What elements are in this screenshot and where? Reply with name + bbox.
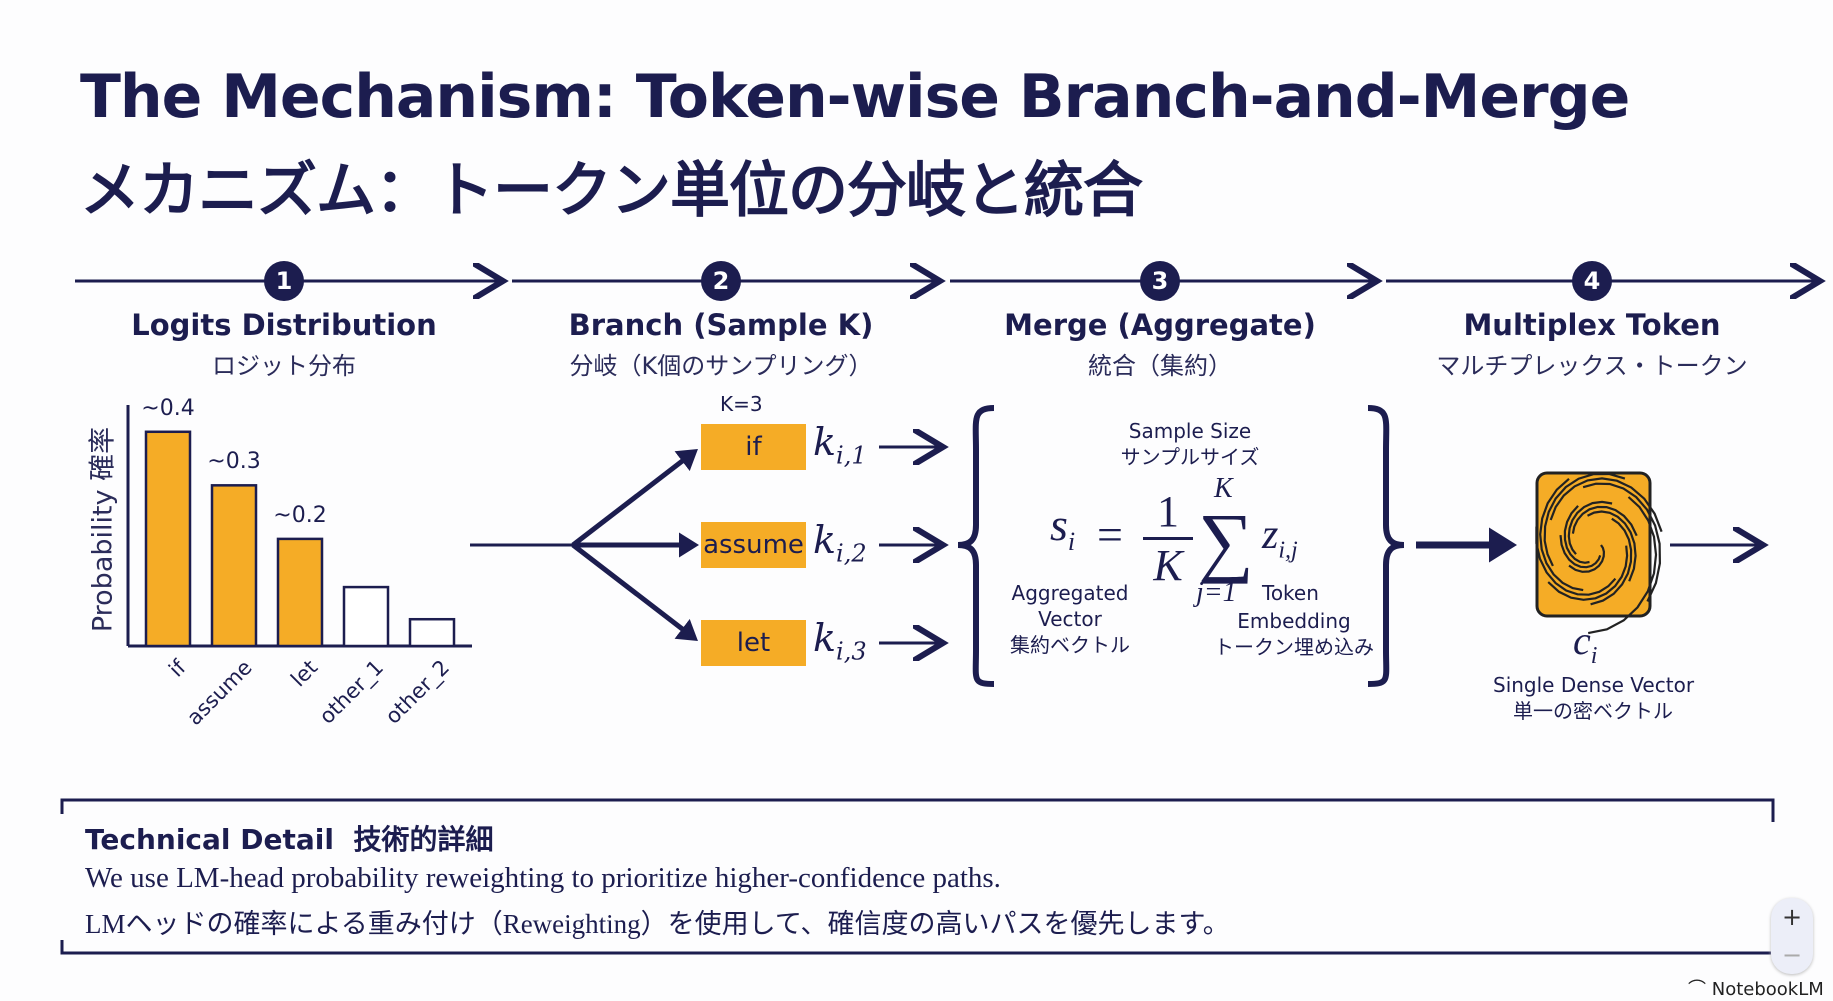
- detail-text-en: We use LM-head probability reweighting t…: [85, 862, 1001, 894]
- title-en: The Mechanism: Token-wise Branch-and-Mer…: [80, 62, 1630, 132]
- k-label: K=3: [720, 392, 763, 416]
- title-jp: メカニズム：トークン単位の分岐と統合: [80, 156, 1143, 226]
- right-brace: [1367, 405, 1405, 687]
- bar-data-label: ~0.2: [273, 502, 327, 528]
- token-if: if: [701, 424, 806, 470]
- detail-text-jp: LMヘッドの確率による重み付け（Reweighting）を使用して、確信度の高い…: [85, 909, 1230, 939]
- step-4-badge: 4: [1572, 261, 1612, 301]
- left-brace: [957, 405, 995, 687]
- k-sample-2: ki,2: [813, 518, 867, 568]
- step-2-badge: 2: [701, 261, 741, 301]
- bar-data-label: ~0.3: [207, 449, 261, 475]
- bar-let: [276, 537, 324, 648]
- step-1-title: Logits Distribution: [131, 308, 437, 342]
- step-3-subtitle: 統合（集約）: [1088, 352, 1232, 380]
- detail-box-top: [60, 798, 1775, 822]
- detail-box-bottom: [60, 940, 1773, 955]
- step-1-subtitle: ロジット分布: [212, 352, 356, 380]
- branch-arrow-let: [571, 543, 698, 642]
- zoom-out-button[interactable]: −: [1781, 941, 1803, 969]
- bar-other_2: [408, 617, 456, 648]
- notebooklm-logo-icon: ⌒: [1688, 979, 1712, 1000]
- step-4-title: Multiplex Token: [1463, 308, 1721, 342]
- bar-assume: [210, 484, 258, 648]
- step-1-badge: 1: [264, 261, 304, 301]
- step-3-title: Merge (Aggregate): [1004, 308, 1316, 342]
- k-sample-1: ki,1: [813, 420, 867, 470]
- formula-z: zi,j: [1262, 512, 1298, 564]
- output-symbol: ci: [1573, 618, 1598, 669]
- brand-watermark: ⌒ NotebookLM: [1688, 979, 1824, 1000]
- bar-if: [144, 430, 192, 648]
- step-2-subtitle: 分岐（K個のサンプリング）: [569, 352, 873, 380]
- chart-y-axis-label: Probability 確率: [87, 426, 119, 633]
- detail-heading: Technical Detail 技術的詳細: [85, 823, 494, 856]
- summation-symbol: ∑: [1198, 497, 1254, 584]
- step-2-title: Branch (Sample K): [568, 308, 874, 342]
- bar-data-label: ~0.4: [141, 395, 195, 421]
- branch-arrow-if: [571, 448, 698, 547]
- step-4-subtitle: マルチプレックス・トークン: [1436, 352, 1748, 380]
- step-3-badge: 3: [1140, 261, 1180, 301]
- token-assume: assume: [701, 522, 806, 568]
- sum-lower: j=1: [1196, 577, 1237, 608]
- zoom-control: + −: [1771, 898, 1813, 974]
- zoom-in-button[interactable]: +: [1781, 903, 1803, 931]
- chart: [126, 405, 472, 648]
- k-sample-3: ki,3: [813, 616, 867, 666]
- formula-lhs: si: [1050, 499, 1076, 557]
- branch-arrows: [60, 405, 1775, 955]
- bar-other_1: [342, 585, 390, 648]
- token-let: let: [701, 620, 806, 666]
- multiplex-token-icon: [1535, 471, 1663, 635]
- token-embedding-label-line1: Token: [1262, 581, 1319, 605]
- sum-upper: K: [1214, 473, 1233, 504]
- formula-equals: =: [1097, 509, 1123, 560]
